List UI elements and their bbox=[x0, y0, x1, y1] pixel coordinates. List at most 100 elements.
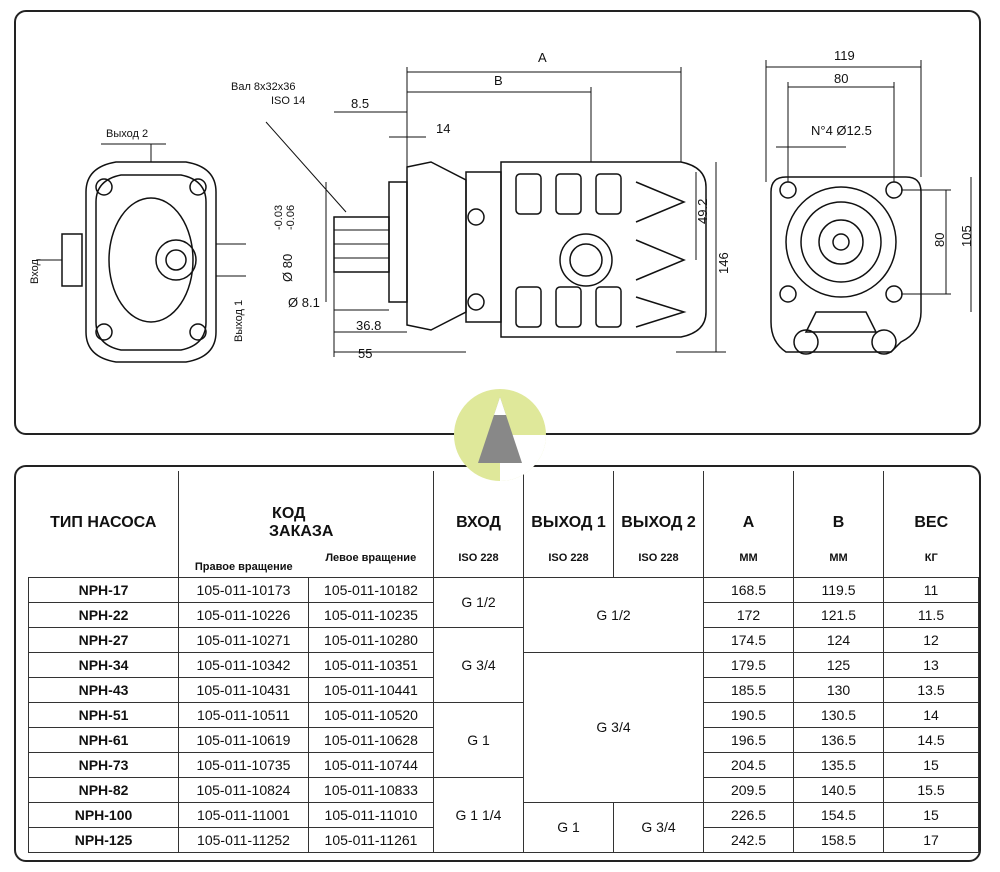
dim-a-cell: 185.5 bbox=[703, 676, 794, 703]
inlet-cell: G 1 bbox=[433, 701, 524, 778]
weight-cell: 17 bbox=[883, 826, 979, 853]
dim-a-cell: 172 bbox=[703, 601, 794, 628]
pump-type-cell: NPH-34 bbox=[28, 651, 179, 678]
header-order-code-left: Левое вращение bbox=[308, 471, 434, 577]
pump-type-cell: NPH-61 bbox=[28, 726, 179, 753]
dim-b: B bbox=[494, 73, 503, 88]
table-header-row: ТИП НАСОСА КОД ЗАКАЗА Правое вращение Ле… bbox=[28, 471, 979, 577]
dim-d80-tol2: -0.06 bbox=[285, 205, 297, 230]
dim-a-cell: 226.5 bbox=[703, 801, 794, 828]
shaft-label: Вал 8x32x36 bbox=[231, 81, 296, 93]
dim-b-cell: 130 bbox=[793, 676, 884, 703]
table-row: NPH-82 105-011-10824 105-011-10833 G 1 1… bbox=[28, 776, 979, 853]
pump-specifications-table: ТИП НАСОСА КОД ЗАКАЗА Правое вращение Ле… bbox=[28, 471, 979, 853]
dim-d80-tol: -0.03 bbox=[273, 205, 285, 230]
pump-type-cell: NPH-73 bbox=[28, 751, 179, 778]
dim-55: 55 bbox=[358, 346, 372, 361]
dim-b-cell: 125 bbox=[793, 651, 884, 678]
dim-d8-1: Ø 8.1 bbox=[288, 295, 320, 310]
brand-logo-icon bbox=[454, 389, 546, 481]
code-right-cell: 105-011-10271 bbox=[178, 626, 309, 653]
pump-flange-view bbox=[770, 176, 922, 355]
code-right-cell: 105-011-10173 bbox=[178, 576, 309, 603]
code-left-cell: 105-011-10520 bbox=[308, 701, 434, 728]
shaft-standard: ISO 14 bbox=[271, 95, 305, 107]
weight-cell: 15.5 bbox=[883, 776, 979, 803]
pump-type-cell: NPH-27 bbox=[28, 626, 179, 653]
table-row: NPH-61 105-011-10619 105-011-10628 196.5… bbox=[28, 726, 979, 753]
table-row: NPH-73 105-011-10735 105-011-10744 204.5… bbox=[28, 751, 979, 778]
dim-a: A bbox=[538, 50, 547, 65]
dim-b-cell: 158.5 bbox=[793, 826, 884, 853]
code-left-cell: 105-011-10182 bbox=[308, 576, 434, 603]
header-weight: ВЕС КГ bbox=[914, 513, 949, 564]
table-row: NPH-100 105-011-11001 105-011-11010 G 1 … bbox=[28, 801, 979, 853]
code-left-cell: 105-011-10351 bbox=[308, 651, 434, 678]
weight-cell: 13 bbox=[883, 651, 979, 678]
specifications-table-panel: ТИП НАСОСА КОД ЗАКАЗА Правое вращение Ле… bbox=[14, 465, 981, 862]
dim-d80: Ø 80 bbox=[280, 254, 295, 282]
inlet-label: Вход bbox=[29, 259, 41, 284]
dim-105: 105 bbox=[959, 225, 974, 247]
dim-b-cell: 154.5 bbox=[793, 801, 884, 828]
code-left-cell: 105-011-10235 bbox=[308, 601, 434, 628]
code-left-cell: 105-011-10280 bbox=[308, 626, 434, 653]
table-row: NPH-27 105-011-10271 105-011-10280 G 3/4… bbox=[28, 626, 979, 703]
weight-cell: 11.5 bbox=[883, 601, 979, 628]
table-row: NPH-43 105-011-10431 105-011-10441 185.5… bbox=[28, 676, 979, 703]
weight-cell: 12 bbox=[883, 626, 979, 653]
dim-a-cell: 174.5 bbox=[703, 626, 794, 653]
code-right-cell: 105-011-11252 bbox=[178, 826, 309, 853]
code-right-cell: 105-011-10735 bbox=[178, 751, 309, 778]
header-b: B MM bbox=[793, 471, 884, 577]
code-left-cell: 105-011-10441 bbox=[308, 676, 434, 703]
code-left-cell: 105-011-10628 bbox=[308, 726, 434, 753]
table-row: NPH-51 105-011-10511 105-011-10520 G 1 1… bbox=[28, 701, 979, 778]
weight-cell: 13.5 bbox=[883, 676, 979, 703]
table-row: NPH-17 105-011-10173 105-011-10182 G 1/2… bbox=[28, 576, 979, 653]
outlet-cell: G 3/4 bbox=[523, 651, 704, 803]
dim-a-cell: 168.5 bbox=[703, 576, 794, 603]
dim-b-cell: 136.5 bbox=[793, 726, 884, 753]
inlet-cell: G 1/2 bbox=[433, 576, 524, 628]
code-right-cell: 105-011-10824 bbox=[178, 776, 309, 803]
weight-cell: 11 bbox=[883, 576, 979, 603]
table-row: NPH-22 105-011-10226 105-011-10235 172 1… bbox=[28, 601, 979, 628]
header-a: A MM bbox=[703, 471, 794, 577]
dim-14: 14 bbox=[436, 121, 450, 136]
dim-80-top: 80 bbox=[834, 71, 848, 86]
code-right-cell: 105-011-10431 bbox=[178, 676, 309, 703]
dim-36-8: 36.8 bbox=[356, 318, 381, 333]
code-left-cell: 105-011-11010 bbox=[308, 801, 434, 828]
code-left-cell: 105-011-11261 bbox=[308, 826, 434, 853]
header-order-code-right: КОД ЗАКАЗА Правое вращение bbox=[194, 504, 334, 573]
pump-type-cell: NPH-125 bbox=[28, 826, 179, 853]
dim-a-cell: 242.5 bbox=[703, 826, 794, 853]
pump-port-view bbox=[36, 143, 246, 363]
code-left-cell: 105-011-10833 bbox=[308, 776, 434, 803]
dim-8-5: 8.5 bbox=[351, 96, 369, 111]
dim-a-cell: 179.5 bbox=[703, 651, 794, 678]
dim-80-side: 80 bbox=[932, 233, 947, 247]
code-right-cell: 105-011-10342 bbox=[178, 651, 309, 678]
header-outlet2: ВЫХОД 2 ISO 228 bbox=[613, 471, 704, 577]
pump-side-view bbox=[333, 161, 707, 338]
weight-cell: 15 bbox=[883, 801, 979, 828]
outlet-cell: G 1/2 bbox=[523, 576, 704, 653]
dim-holes: N°4 Ø12.5 bbox=[811, 123, 872, 138]
outlet1-label: Выход 1 bbox=[233, 300, 245, 342]
dim-a-cell: 190.5 bbox=[703, 701, 794, 728]
inlet-cell: G 1 1/4 bbox=[433, 776, 524, 853]
outlet2-label: Выход 2 bbox=[106, 128, 148, 140]
header-inlet: ВХОД ISO 228 bbox=[433, 471, 524, 577]
dim-b-cell: 130.5 bbox=[793, 701, 884, 728]
weight-cell: 15 bbox=[883, 751, 979, 778]
dim-49-2: 49.2 bbox=[695, 199, 710, 224]
code-right-cell: 105-011-10226 bbox=[178, 601, 309, 628]
code-right-cell: 105-011-10511 bbox=[178, 701, 309, 728]
technical-drawing-panel: Вал 8x32x36 ISO 14 Выход 2 Вход Выход 1 … bbox=[14, 10, 981, 435]
pump-type-cell: NPH-17 bbox=[28, 576, 179, 603]
pump-type-cell: NPH-82 bbox=[28, 776, 179, 803]
dim-a-cell: 204.5 bbox=[703, 751, 794, 778]
pump-type-cell: NPH-43 bbox=[28, 676, 179, 703]
